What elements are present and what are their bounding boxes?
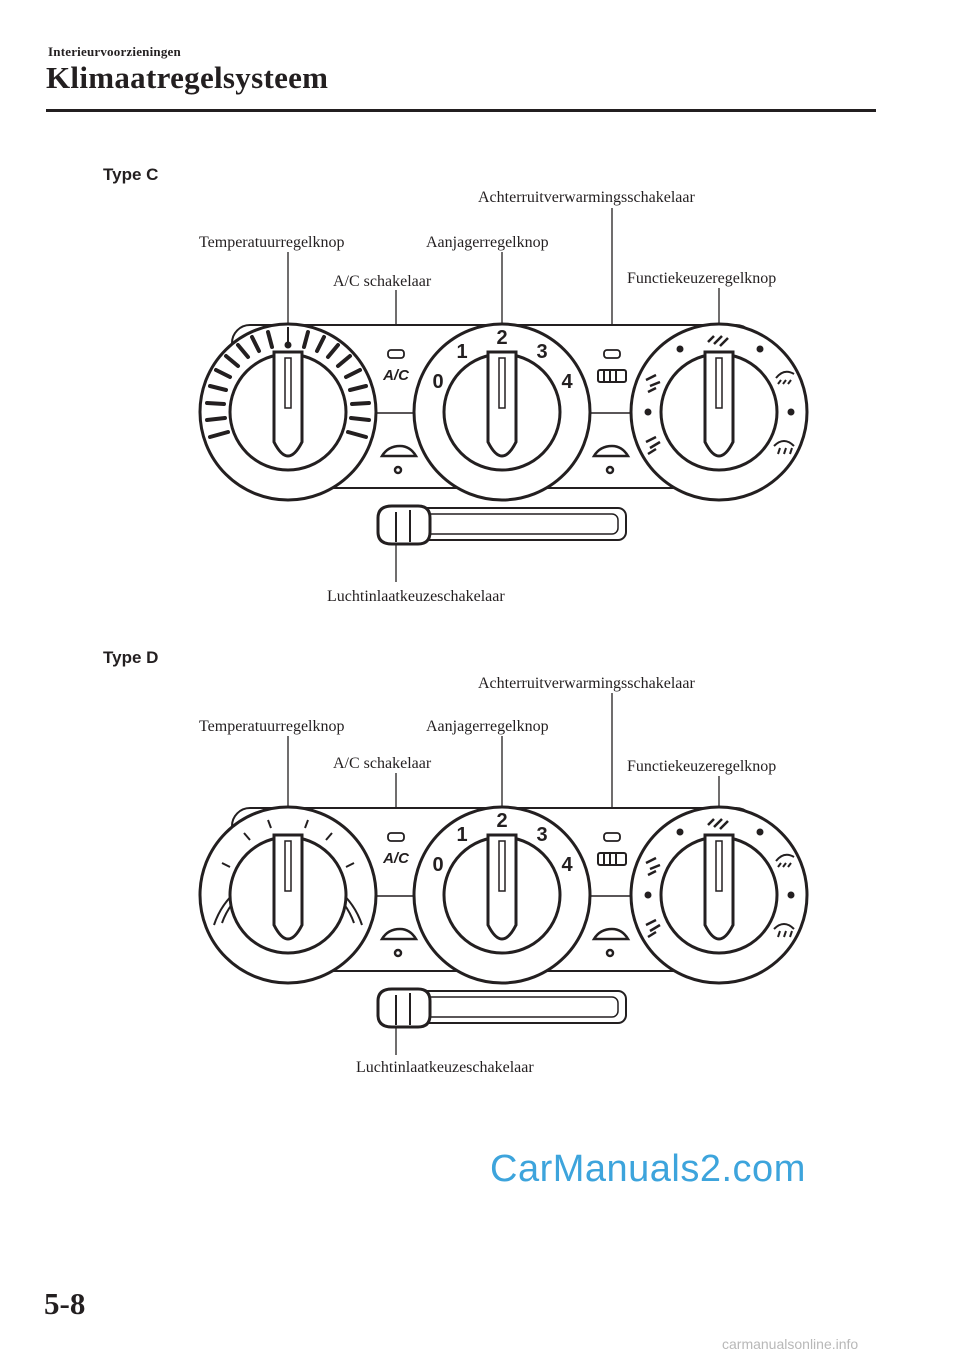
mode-knob[interactable]: [629, 805, 809, 985]
temperature-knob[interactable]: [198, 805, 378, 985]
mode-knob[interactable]: [629, 322, 809, 502]
rear-defrost-icon: [597, 852, 627, 866]
callout-temperature: Temperatuurregelknop: [199, 718, 344, 735]
title-rule: [46, 109, 876, 112]
floor-defrost-icon: [775, 370, 795, 385]
windshield-defrost-icon: [773, 923, 795, 938]
rear-defrost-button[interactable]: [597, 832, 627, 866]
vent-bilevel-icon: [645, 856, 661, 877]
fan-speed-4: 4: [561, 854, 573, 876]
fresh-air-icon: [591, 927, 631, 958]
type-d-figure: Achterruitverwarmingsschakelaar Temperat…: [0, 663, 960, 1093]
fan-speed-3: 3: [536, 341, 547, 363]
callout-air-intake: Luchtinlaatkeuzeschakelaar: [356, 1059, 534, 1076]
section-label: Interieurvoorzieningen: [48, 44, 181, 59]
vent-bilevel-icon: [645, 373, 661, 394]
ac-label: A/C: [382, 367, 410, 384]
fan-speed-2: 2: [496, 327, 507, 349]
recirculation-icon: [379, 444, 419, 475]
ac-button[interactable]: A/C: [382, 832, 410, 867]
fan-knob[interactable]: 0 1 2 3 4: [412, 322, 592, 502]
footer-site-link[interactable]: carmanualsonline.info: [722, 1336, 859, 1352]
ac-indicator-light: [387, 832, 405, 842]
mode-position-dots: [644, 345, 795, 416]
mode-position-dots: [644, 828, 795, 899]
page-number: 5-8: [44, 1286, 86, 1321]
fan-speed-0: 0: [432, 854, 443, 876]
vent-face-icon: [707, 818, 729, 830]
watermark: CarManuals2.com: [490, 1148, 806, 1190]
rear-defrost-indicator-light: [603, 349, 621, 359]
ac-button[interactable]: A/C: [382, 349, 410, 384]
callout-temperature: Temperatuurregelknop: [199, 234, 344, 251]
temperature-scale: [205, 330, 371, 439]
type-c-heading: Type C: [103, 165, 159, 184]
ac-label: A/C: [382, 850, 410, 867]
windshield-defrost-icon: [773, 440, 795, 455]
callout-mode: Functiekeuzeregelknop: [627, 270, 776, 287]
fan-speed-0: 0: [432, 371, 443, 393]
ac-indicator-light: [387, 349, 405, 359]
fan-speed-2: 2: [496, 810, 507, 832]
callout-air-intake: Luchtinlaatkeuzeschakelaar: [327, 588, 505, 605]
temperature-knob[interactable]: [198, 322, 378, 502]
recirculation-icon: [379, 927, 419, 958]
callout-rear-defrost: Achterruitverwarmingsschakelaar: [478, 675, 695, 692]
callout-rear-defrost: Achterruitverwarmingsschakelaar: [478, 189, 695, 206]
fan-speed-1: 1: [456, 824, 467, 846]
fresh-air-icon: [591, 444, 631, 475]
air-intake-lever[interactable]: [376, 504, 627, 546]
callout-fan: Aanjagerregelknop: [426, 234, 549, 251]
fan-speed-4: 4: [561, 371, 573, 393]
rear-defrost-icon: [597, 369, 627, 383]
fan-speed-1: 1: [456, 341, 467, 363]
vent-floor-icon: [645, 918, 661, 939]
callout-ac-switch: A/C schakelaar: [333, 755, 432, 772]
callout-fan: Aanjagerregelknop: [426, 718, 549, 735]
rear-defrost-indicator-light: [603, 832, 621, 842]
callout-mode: Functiekeuzeregelknop: [627, 758, 776, 775]
fan-speed-3: 3: [536, 824, 547, 846]
fan-knob[interactable]: 0 1 2 3 4: [412, 805, 592, 985]
rear-defrost-button[interactable]: [597, 349, 627, 383]
callout-ac-switch: A/C schakelaar: [333, 273, 432, 290]
floor-defrost-icon: [775, 853, 795, 868]
vent-face-icon: [707, 335, 729, 347]
type-c-figure: Achterruitverwarmingsschakelaar Temperat…: [0, 180, 960, 610]
type-d-heading: Type D: [103, 648, 159, 667]
thermometer-icon: [284, 327, 292, 349]
air-intake-lever[interactable]: [376, 987, 627, 1029]
vent-floor-icon: [645, 435, 661, 456]
page-title: Klimaatregelsysteem: [46, 60, 329, 95]
